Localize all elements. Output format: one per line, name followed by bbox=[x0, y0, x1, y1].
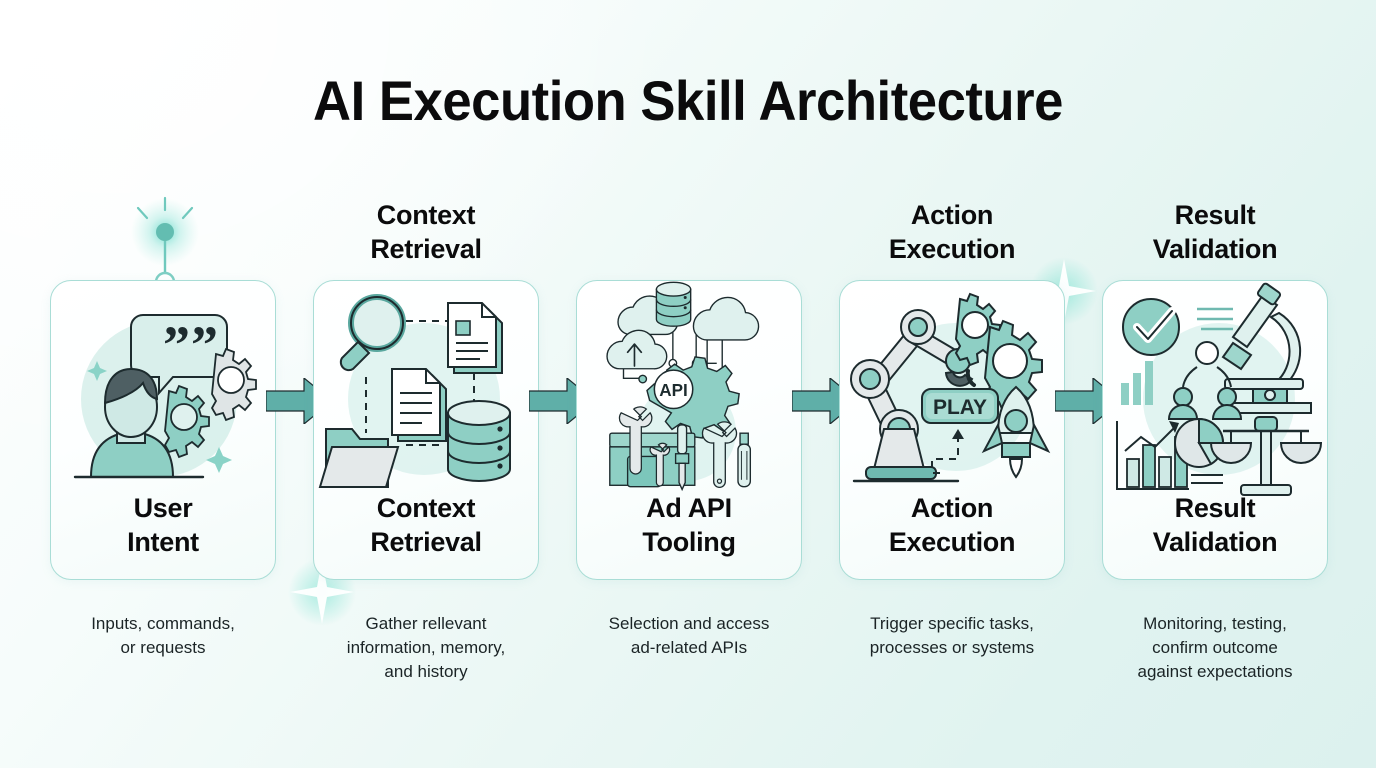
svg-text:”: ” bbox=[191, 315, 218, 375]
step-column-result-validation: Result Validation bbox=[1102, 0, 1328, 768]
step-header-result-validation: Result Validation bbox=[1152, 200, 1278, 264]
folder-icon bbox=[318, 428, 400, 488]
cloud-upload-icon bbox=[606, 329, 668, 370]
check-circle-icon bbox=[1122, 298, 1180, 356]
step-header-context-retrieval: Context Retrieval bbox=[370, 200, 482, 264]
wrench-icon bbox=[649, 442, 671, 487]
result-validation-illustration bbox=[1103, 281, 1329, 499]
step-column-action-execution: Action Execution bbox=[839, 0, 1065, 768]
screwdriver-icon bbox=[737, 432, 752, 488]
context-retrieval-illustration bbox=[314, 281, 540, 499]
card-label-context-retrieval: Context Retrieval bbox=[370, 493, 482, 557]
caption-result-validation: Monitoring, testing, confirm outcome aga… bbox=[1137, 614, 1293, 681]
ad-api-tooling-illustration: API bbox=[577, 281, 803, 499]
caption-action-execution: Trigger specific tasks, processes or sys… bbox=[869, 614, 1035, 657]
svg-text:”: ” bbox=[163, 315, 190, 375]
card-label-result-validation: Result Validation bbox=[1152, 493, 1278, 557]
step-card-user-intent[interactable]: ” ” bbox=[50, 280, 276, 580]
database-icon bbox=[655, 281, 692, 327]
gear-icon bbox=[983, 319, 1043, 413]
api-badge-label: API bbox=[659, 380, 688, 400]
play-button-icon: PLAY bbox=[921, 388, 999, 424]
bar-chart-icon bbox=[1121, 361, 1153, 405]
card-label-ad-api-tooling: Ad API Tooling bbox=[642, 493, 736, 557]
card-label-user-intent: User Intent bbox=[127, 493, 199, 557]
database-icon bbox=[447, 400, 511, 482]
person-icon bbox=[89, 367, 175, 478]
document-icon bbox=[447, 302, 503, 374]
wrench-icon bbox=[618, 406, 653, 475]
caption-user-intent: Inputs, commands, or requests bbox=[91, 614, 235, 657]
action-execution-illustration: PLAY bbox=[840, 281, 1066, 499]
step-card-result-validation[interactable]: Result Validation bbox=[1102, 280, 1328, 580]
caption-ad-api-tooling: Selection and access ad-related APIs bbox=[608, 614, 770, 657]
api-gear-icon: API bbox=[646, 356, 740, 439]
step-column-user-intent: ” ” bbox=[50, 0, 276, 768]
screwdriver-icon bbox=[674, 424, 690, 492]
step-column-context-retrieval: Context Retrieval bbox=[313, 0, 539, 768]
page-title: AI Execution Skill Architecture bbox=[313, 69, 1063, 132]
caption-context-retrieval: Gather rellevant information, memory, an… bbox=[346, 614, 506, 681]
people-icon bbox=[1167, 341, 1243, 420]
scales-icon bbox=[1209, 416, 1323, 496]
gear-icon bbox=[163, 384, 210, 459]
step-card-ad-api-tooling[interactable]: API bbox=[576, 280, 802, 580]
document-icon bbox=[391, 368, 447, 442]
step-card-context-retrieval[interactable]: Context Retrieval bbox=[313, 280, 539, 580]
step-header-action-execution: Action Execution bbox=[888, 200, 1016, 264]
magnifier-icon bbox=[339, 294, 406, 372]
play-button-label: PLAY bbox=[933, 396, 987, 419]
robot-arm-icon bbox=[850, 309, 976, 480]
microscope-icon bbox=[1221, 282, 1312, 414]
rocket-icon bbox=[981, 385, 1051, 479]
wrench-icon bbox=[701, 421, 738, 489]
gear-icon bbox=[210, 347, 257, 422]
user-intent-illustration: ” ” bbox=[51, 281, 277, 499]
step-card-action-execution[interactable]: PLAY Action Execu bbox=[839, 280, 1065, 580]
card-label-action-execution: Action Execution bbox=[888, 493, 1016, 557]
cloud-icon bbox=[692, 296, 760, 341]
step-column-ad-api-tooling: API bbox=[576, 0, 802, 768]
